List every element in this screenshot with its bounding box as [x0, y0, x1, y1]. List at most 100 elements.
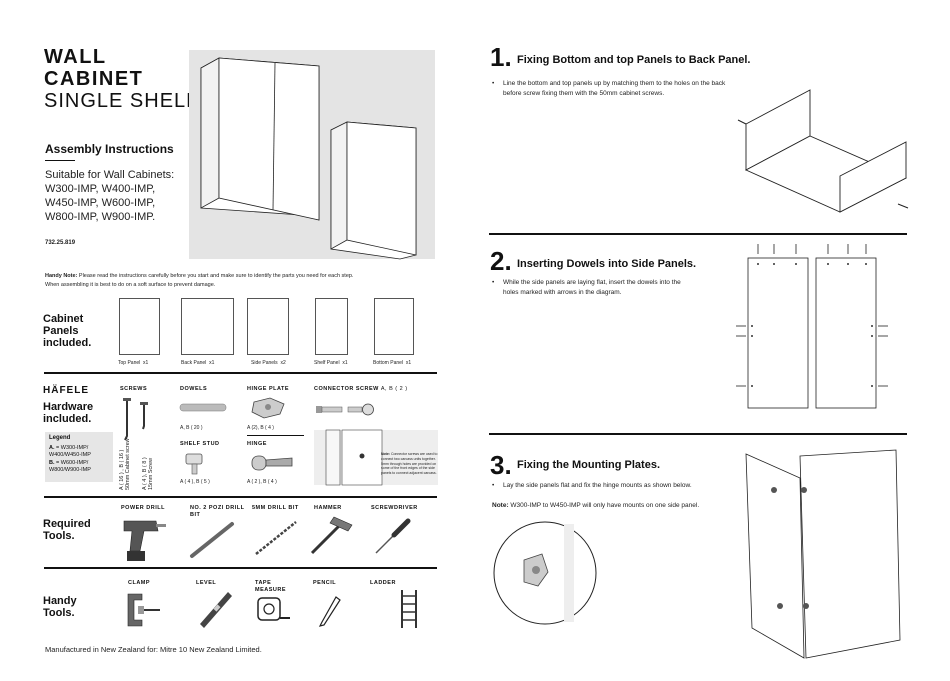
panels-label-2: Panels [43, 325, 79, 337]
connector-diagram [325, 429, 383, 486]
screw-a-qty: A ( 16 ) , B ( 16 )50mm Cabinet screw [119, 438, 131, 490]
back-panel-drawing [181, 298, 234, 355]
legend-title: Legend [49, 435, 71, 441]
section-divider-2 [44, 496, 437, 498]
connector-screw-icon [316, 403, 374, 416]
handy-note: Handy Note: Please read the instructions… [45, 272, 445, 290]
tool-pencil-label: PENCIL [313, 580, 337, 586]
step3-text: Lay the side panels flat and fix the hin… [503, 482, 692, 489]
step1-bullet: • [492, 80, 495, 87]
step3-title: Fixing the Mounting Plates. [517, 459, 660, 471]
shelf-panel-drawing [315, 298, 348, 355]
models-line3: W800-IMP, W900-IMP. [45, 211, 156, 223]
assembly-heading: Assembly Instructions [45, 142, 174, 156]
title-line1: WALL [44, 46, 107, 68]
shelf-panel-caption: Shelf Panel x1 [314, 360, 348, 366]
power-drill-icon [123, 520, 166, 561]
heading-divider [45, 160, 75, 161]
screws-label: SCREWS [120, 386, 148, 392]
tool-pozi-bit-label: NO. 2 POZI DRILL BIT [190, 505, 245, 518]
tool-level-label: LEVEL [196, 580, 217, 586]
pozi-bit-icon [190, 522, 234, 558]
product-code: 732.25.819 [45, 240, 76, 246]
handy-note-text2: When assembling it is best to do on a so… [45, 282, 216, 288]
pencil-icon [318, 596, 341, 627]
required-tools-label-2: Tools. [43, 530, 75, 542]
step2-bullet: • [492, 279, 495, 286]
tool-clamp-label: CLAMP [128, 580, 151, 586]
shelf-stud-icon [185, 453, 203, 475]
step2-text: While the side panels are laying flat, i… [503, 279, 681, 296]
step3-diagram [745, 449, 901, 659]
panels-label-3: included. [43, 337, 92, 349]
step-divider-1 [489, 233, 907, 235]
handy-tools-label-2: Tools. [43, 607, 75, 619]
step2-diagram [736, 244, 888, 409]
level-icon [200, 592, 232, 628]
step1-text: Line the bottom and top panels up by mat… [503, 80, 726, 97]
brand-logo: HÄFELE [43, 385, 89, 396]
handy-note-text: Please read the instructions carefully b… [78, 273, 354, 279]
footer-text: Manufactured in New Zealand for: Mitre 1… [45, 645, 262, 654]
tool-screwdriver-label: SCREWDRIVER [371, 505, 418, 511]
top-panel-caption: Top Panel x1 [118, 360, 149, 366]
handy-note-label: Handy Note: [45, 273, 78, 279]
models-line2: W450-IMP, W600-IMP, [45, 197, 156, 209]
panels-label-1: Cabinet [43, 313, 84, 325]
tool-power-drill-label: POWER DRILL [121, 505, 165, 511]
section-divider-1 [44, 372, 437, 374]
step2-title: Inserting Dowels into Side Panels. [517, 258, 697, 270]
step3-bullet: • [492, 482, 495, 489]
hinge-plate-icon [251, 397, 285, 419]
hinge-icon [251, 455, 293, 471]
section-divider-3 [44, 567, 437, 569]
connector-note: Note: Connector screws are used to conne… [381, 452, 438, 476]
tool-ladder-label: LADDER [370, 580, 396, 586]
hinge-qty: A ( 2 ), B ( 4 ) [247, 479, 277, 485]
step3-number: 3. [490, 450, 512, 480]
top-panel-drawing [119, 298, 160, 355]
step-divider-2 [489, 433, 907, 435]
clamp-icon [127, 593, 160, 627]
hinge-plate-label: HINGE PLATE [247, 386, 290, 392]
step1-diagram [737, 89, 909, 213]
required-tools-label-1: Required [43, 518, 91, 530]
drill-bit-icon [255, 521, 297, 555]
step1-number: 1. [490, 42, 512, 72]
bottom-panel-drawing [374, 298, 414, 355]
dowel-icon [179, 403, 227, 412]
dowels-qty: A, B ( 20 ) [180, 425, 203, 431]
screws-icon [123, 398, 148, 441]
screwdriver-icon [375, 518, 411, 554]
tool-hammer-label: HAMMER [314, 505, 342, 511]
hardware-label-1: Hardware [43, 401, 94, 413]
side-panels-drawing [247, 298, 289, 355]
hinge-label: HINGE [247, 441, 267, 447]
title-line2: CABINET [44, 68, 144, 90]
ladder-icon [401, 590, 417, 628]
hinge-plate-qty: A (2), B ( 4 ) [247, 425, 274, 431]
side-panels-caption: Side Panels x2 [251, 360, 286, 366]
step3-detail-circle [493, 521, 597, 625]
shelf-stud-label: SHELF STUD [180, 441, 220, 447]
tape-measure-icon [257, 597, 290, 621]
dowels-label: DOWELS [180, 386, 208, 392]
tool-5mm-bit-label: 5MM DRILL BIT [252, 505, 299, 511]
tool-tape-measure-label: TAPE MEASURE [255, 580, 287, 593]
legend-a: = W300-IMP/ W400/W450-IMP [49, 444, 91, 459]
suitable-label: Suitable for Wall Cabinets: [45, 169, 175, 181]
step1-title: Fixing Bottom and top Panels to Back Pan… [517, 54, 751, 66]
legend-b: = W600-IMP/ W800/W900-IMP [49, 459, 91, 474]
handy-tools-label-1: Handy [43, 595, 77, 607]
legend-box: Legend A. = W300-IMP/ W400/W450-IMP B. =… [45, 432, 113, 482]
title-line3: SINGLE SHELF [44, 90, 200, 112]
hammer-icon [310, 516, 353, 555]
step2-number: 2. [490, 246, 512, 276]
hinge-divider [247, 435, 304, 436]
bottom-panel-caption: Bottom Panel x1 [373, 360, 412, 366]
screw-b-qty: A ( 4 ), B ( 8 )15mm Screw [142, 457, 154, 490]
hardware-label-2: included. [43, 413, 92, 425]
connector-label: CONNECTOR SCREW A, B ( 2 ) [314, 386, 408, 392]
cabinet-illustration [200, 57, 417, 260]
back-panel-caption: Back Panel x1 [181, 360, 215, 366]
